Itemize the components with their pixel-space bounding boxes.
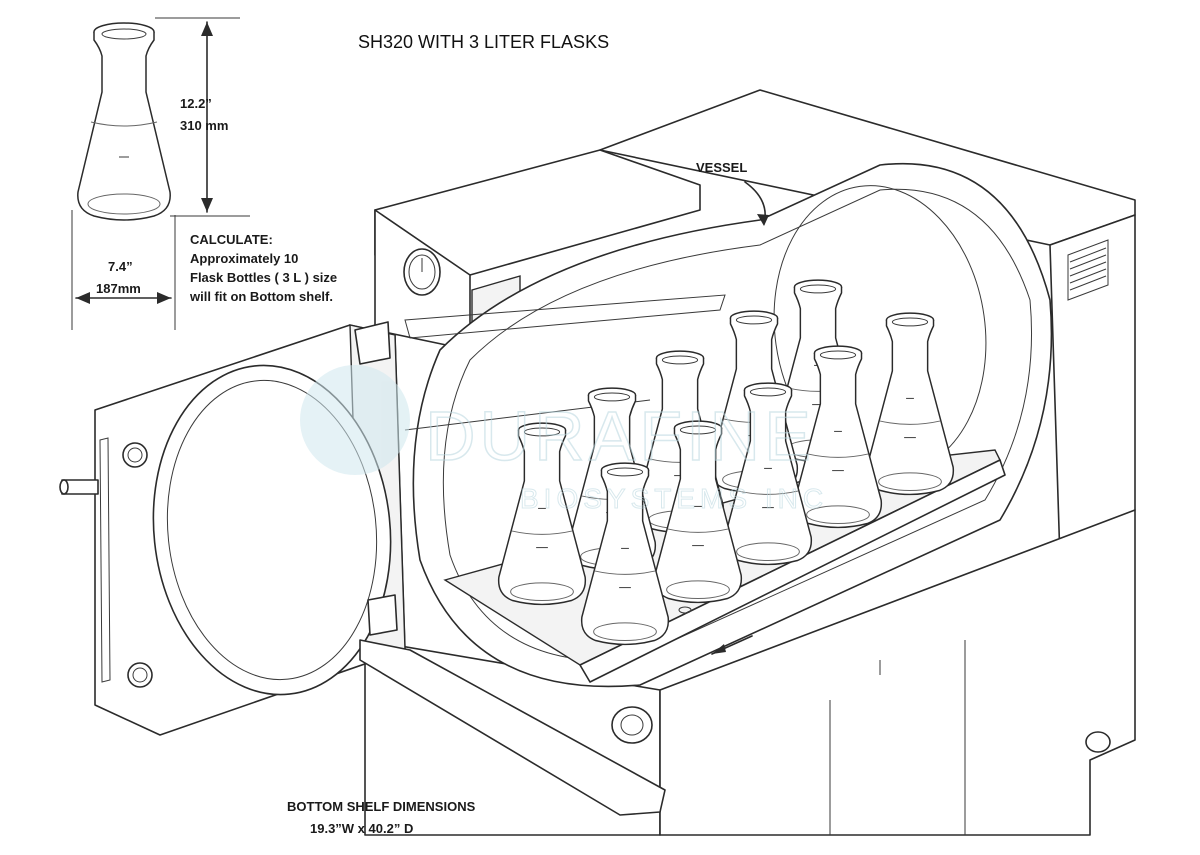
watermark: DURAFINE BIOSYSTEMS INC — [300, 365, 828, 515]
watermark-line1: DURAFINE — [425, 397, 815, 475]
cabinet-lower-right — [659, 509, 1136, 836]
vessel-callout-arrow-icon — [744, 181, 769, 226]
calculate-heading: CALCULATE: — [190, 232, 273, 247]
diagram-title: SH320 WITH 3 LITER FLASKS — [358, 32, 609, 52]
calculate-line-2: Flask Bottles ( 3 L ) size — [190, 270, 337, 285]
watermark-logo-icon — [300, 365, 410, 475]
calculate-line-3: will fit on Bottom shelf. — [189, 289, 333, 304]
drip-tray — [359, 639, 666, 816]
height-dimension — [155, 17, 250, 217]
vent-grille — [1067, 239, 1109, 301]
control-knob-icon — [611, 706, 653, 744]
slide-direction-arrow-icon — [711, 635, 753, 655]
calculate-line-1: Approximately 10 — [190, 251, 298, 266]
height-mm-label: 310 mm — [180, 118, 228, 133]
width-mm-label: 187mm — [96, 281, 141, 296]
shelf-dimensions-heading: BOTTOM SHELF DIMENSIONS — [287, 799, 476, 814]
watermark-line2: BIOSYSTEMS INC — [520, 483, 828, 514]
vessel-label: VESSEL — [696, 160, 747, 175]
caster-wheel — [1085, 731, 1111, 753]
shelf-dimensions-value: 19.3”W x 40.2” D — [310, 821, 413, 836]
vessel-rim — [442, 188, 1033, 662]
height-inches-label: 12.2” — [180, 96, 212, 111]
reference-flask — [77, 22, 171, 221]
width-inches-label: 7.4” — [108, 259, 133, 274]
pressure-gauge-icon — [403, 248, 441, 296]
width-dimension — [71, 210, 176, 330]
door-handle-peg — [59, 479, 99, 495]
